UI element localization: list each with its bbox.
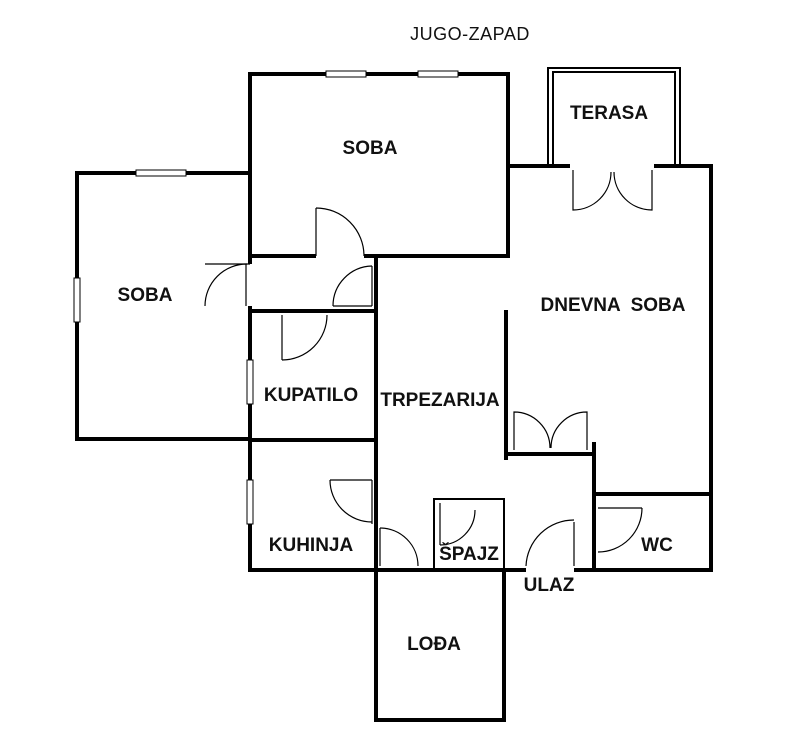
label-wc: WC bbox=[641, 535, 673, 556]
label-ulaz: ULAZ bbox=[524, 575, 575, 596]
window-soba-top-2 bbox=[417, 70, 459, 78]
label-dnevna-soba: DNEVNA SOBA bbox=[541, 295, 686, 316]
wall-soba-left bbox=[75, 171, 252, 441]
room-labels: SOBA SOBA TERASA DNEVNA SOBA KUPATILO TR… bbox=[118, 103, 686, 655]
label-kupatilo: KUPATILO bbox=[264, 385, 358, 406]
wall-soba-top bbox=[248, 72, 510, 258]
label-trpezarija: TRPEZARIJA bbox=[380, 390, 500, 411]
doors bbox=[204, 162, 654, 574]
wall-dnevna bbox=[506, 164, 713, 496]
orientation-label: JUGO-ZAPAD bbox=[410, 24, 530, 44]
label-terasa: TERASA bbox=[570, 103, 648, 124]
window-kuhinja bbox=[246, 479, 254, 525]
windows bbox=[73, 70, 459, 525]
window-soba-top-1 bbox=[325, 70, 367, 78]
label-loda: LOĐA bbox=[407, 634, 461, 655]
label-spajz: ŠPAJZ bbox=[439, 543, 499, 565]
window-soba-left-top bbox=[135, 169, 187, 177]
label-soba-left: SOBA bbox=[118, 285, 173, 306]
wall-loda bbox=[374, 568, 506, 722]
window-soba-left-side bbox=[73, 277, 81, 323]
window-kupatilo bbox=[246, 359, 254, 405]
label-kuhinja: KUHINJA bbox=[269, 535, 354, 556]
label-soba-top: SOBA bbox=[343, 138, 398, 159]
